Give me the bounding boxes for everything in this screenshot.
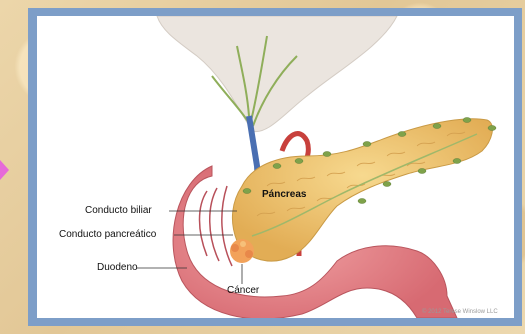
label-pancreatic-duct: Conducto pancreático: [59, 229, 156, 241]
duodenum-folds: [200, 186, 233, 266]
liver-shape: [157, 16, 397, 132]
label-duodenum: Duodeno: [97, 262, 138, 274]
arrow-right-icon: [0, 160, 9, 180]
label-bile-duct: Conducto biliar: [85, 205, 152, 217]
label-pancreas: Páncreas: [262, 189, 306, 201]
copyright-credit: © 2012 Terese Winslow LLC: [422, 309, 498, 315]
label-cancer: Cáncer: [227, 285, 259, 297]
anatomy-illustration: Páncreas Conducto biliar Conducto pancre…: [37, 16, 514, 318]
tumor-mass: [230, 239, 254, 263]
